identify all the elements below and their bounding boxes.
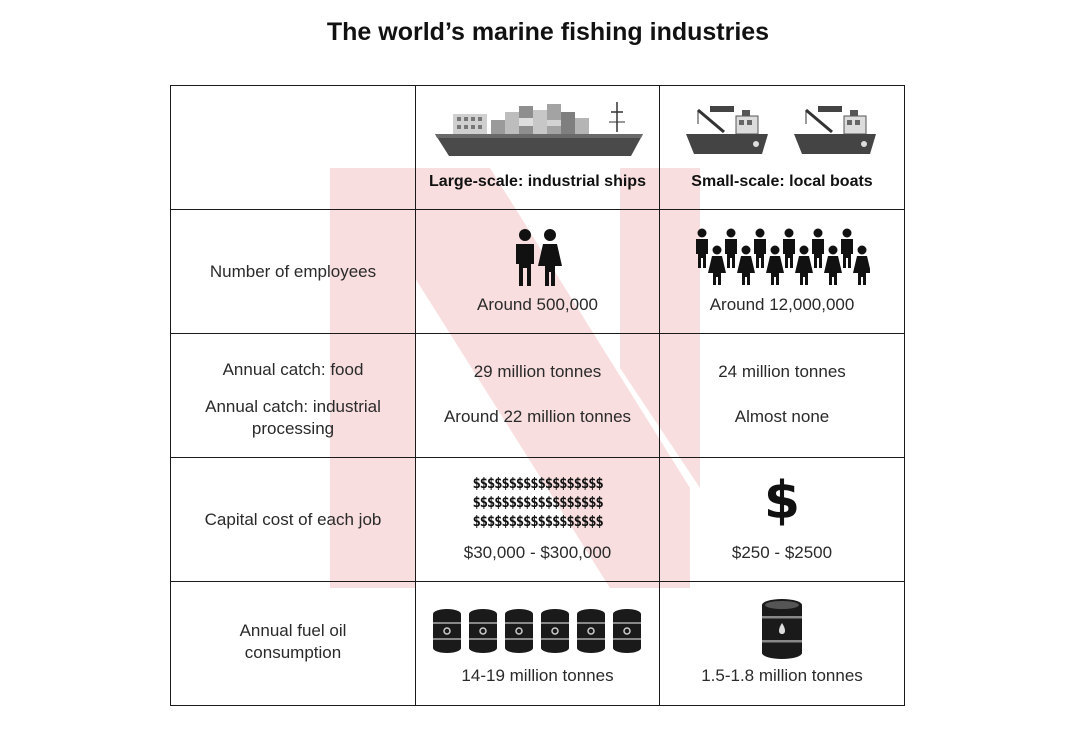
employees-large-value: Around 500,000 [477, 295, 598, 314]
dollar-signs-line: $$$$$$$$$$$$$$$$$$ [472, 514, 603, 530]
capital-small-value: $250 - $2500 [731, 543, 833, 562]
empty-corner-cell [170, 85, 416, 210]
oil-barrels-icon [416, 608, 659, 654]
employees-small-value: Around 12,000,000 [709, 295, 855, 314]
employees-small-cell: Around 12,000,000 [659, 209, 905, 334]
fuel-small-cell: 1.5-1.8 million tonnes [659, 581, 905, 706]
dollar-signs-icon: $$$$$$$$$$$$$$$$$$ $$$$$$$$$$$$$$$$$$ $$… [416, 475, 659, 532]
comparison-table: Large-scale: industrial ships [170, 85, 905, 706]
catch-label-cell: Annual catch: food Annual catch: industr… [170, 333, 416, 458]
oil-barrel-icon [660, 598, 904, 660]
dollar-signs-line: $$$$$$$$$$$$$$$$$$ [472, 495, 603, 511]
dollar-sign-icon: $ [763, 471, 801, 531]
employees-label: Number of employees [209, 261, 377, 281]
page-title: The world’s marine fishing industries [326, 18, 770, 46]
large-scale-header-cell: Large-scale: industrial ships [415, 85, 660, 210]
employees-large-cell: Around 500,000 [415, 209, 660, 334]
catch-large-cell: 29 million tonnes Around 22 million tonn… [415, 333, 660, 458]
employees-label-cell: Number of employees [170, 209, 416, 334]
catch-food-label: Annual catch: food [222, 360, 364, 379]
small-scale-header-cell: Small-scale: local boats [659, 85, 905, 210]
fuel-label: Annual fuel oil consumption [239, 621, 347, 662]
fuel-label-cell: Annual fuel oil consumption [170, 581, 416, 706]
capital-small-cell: $ $250 - $2500 [659, 457, 905, 582]
capital-large-value: $30,000 - $300,000 [463, 543, 612, 562]
catch-small-processing: Almost none [734, 407, 830, 426]
catch-small-food: 24 million tonnes [718, 362, 846, 381]
fuel-row: Annual fuel oil consumption [170, 581, 905, 706]
people-pair-icon [416, 228, 659, 286]
people-crowd-icon [660, 228, 904, 286]
header-row: Large-scale: industrial ships [170, 85, 905, 210]
catch-processing-label: Annual catch: industrial processing [205, 397, 381, 438]
fuel-small-value: 1.5-1.8 million tonnes [701, 666, 863, 685]
fishing-boat-icon [660, 102, 904, 164]
catch-row: Annual catch: food Annual catch: industr… [170, 333, 905, 458]
catch-large-food: 29 million tonnes [473, 362, 602, 381]
small-scale-header-label: Small-scale: local boats [691, 173, 873, 190]
fuel-large-value: 14-19 million tonnes [461, 666, 614, 685]
employees-row: Number of employees Around 500,000 [170, 209, 905, 334]
catch-small-cell: 24 million tonnes Almost none [659, 333, 905, 458]
capital-large-cell: $$$$$$$$$$$$$$$$$$ $$$$$$$$$$$$$$$$$$ $$… [415, 457, 660, 582]
capital-row: Capital cost of each job $$$$$$$$$$$$$$$… [170, 457, 905, 582]
container-ship-icon [416, 98, 659, 164]
capital-label: Capital cost of each job [204, 509, 382, 529]
catch-large-processing: Around 22 million tonnes [443, 407, 632, 426]
fuel-large-cell: 14-19 million tonnes [415, 581, 660, 706]
capital-label-cell: Capital cost of each job [170, 457, 416, 582]
dollar-signs-line: $$$$$$$$$$$$$$$$$$ [472, 476, 603, 492]
large-scale-header-label: Large-scale: industrial ships [429, 173, 646, 190]
